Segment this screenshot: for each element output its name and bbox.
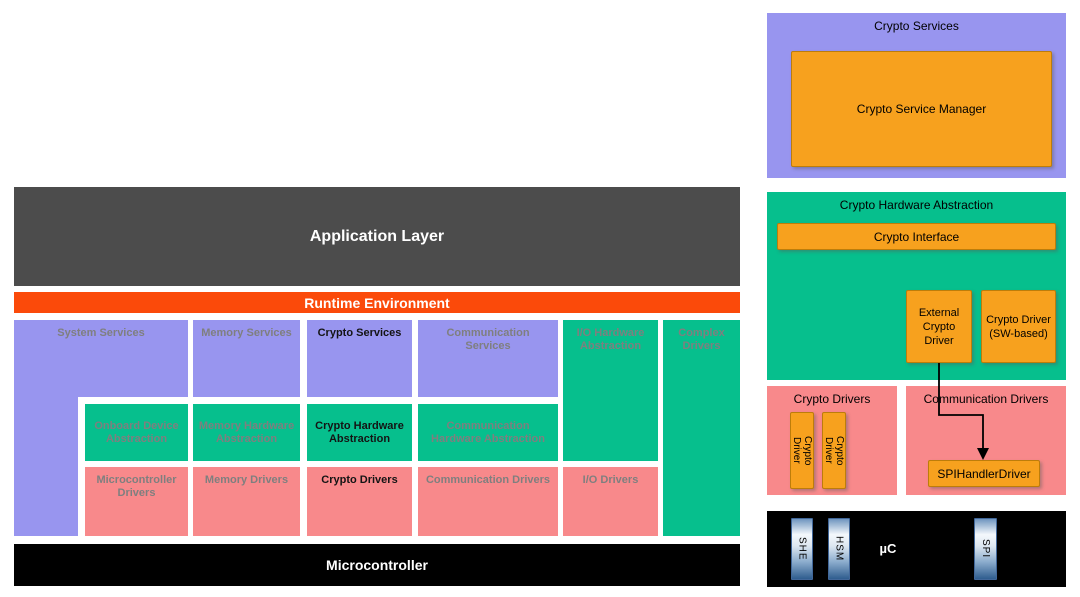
spi-handler-driver-box: SPIHandlerDriver	[928, 460, 1040, 487]
sw-based-crypto-driver-box: Crypto Driver (SW-based)	[981, 290, 1056, 363]
crypto-driver-1-label: Crypto Driver	[791, 435, 813, 466]
communication-services: Communication Services	[418, 320, 558, 397]
crypto-drivers: Crypto Drivers	[307, 467, 412, 536]
io-drivers: I/O Drivers	[563, 467, 658, 536]
crypto-driver-2-label: Crypto Driver	[823, 435, 845, 466]
communication-hardware-abstraction-label: Communication Hardware Abstraction	[431, 419, 545, 445]
runtime-environment-label: Runtime Environment	[304, 294, 450, 311]
memory-hardware-abstraction: Memory Hardware Abstraction	[193, 404, 300, 461]
complex-drivers-label: Complex Drivers	[678, 327, 725, 352]
spi-handler-driver-label: SPIHandlerDriver	[937, 466, 1031, 481]
crypto-services: Crypto Services	[307, 320, 412, 397]
crypto-hardware-abstraction-panel-title: Crypto Hardware Abstraction	[839, 198, 994, 212]
crypto-drivers-panel-title: Crypto Drivers	[793, 392, 871, 406]
crypto-drivers-label: Crypto Drivers	[321, 474, 398, 486]
crypto-driver-box-2: Crypto Driver	[822, 412, 846, 489]
crypto-interface-label: Crypto Interface	[873, 229, 960, 244]
right-microcontroller-panel	[767, 511, 1066, 587]
io-hardware-abstraction: I/O Hardware Abstraction	[563, 320, 658, 461]
io-hardware-abstraction-label: I/O Hardware Abstraction	[576, 327, 645, 352]
memory-hardware-abstraction-label: Memory Hardware Abstraction	[198, 419, 295, 445]
spi-module-chip: SPI	[974, 518, 997, 580]
microcontroller-layer: Microcontroller	[14, 544, 740, 586]
crypto-driver-box-1: Crypto Driver	[790, 412, 814, 489]
hsm-module-chip: HSM	[828, 518, 850, 580]
system-services-label: System Services	[57, 327, 145, 339]
communication-drivers-panel-title: Communication Drivers	[923, 392, 1049, 406]
sw-based-crypto-driver-label: Crypto Driver (SW-based)	[986, 313, 1051, 340]
spi-module-label: SPI	[980, 539, 991, 559]
external-crypto-driver-box: External Crypto Driver	[906, 290, 972, 363]
uc-label: µC	[879, 541, 897, 556]
onboard-device-abstraction-label: Onboard Device Abstraction	[94, 419, 179, 445]
memory-drivers-label: Memory Drivers	[204, 474, 289, 486]
communication-drivers: Communication Drivers	[418, 467, 558, 536]
io-drivers-label: I/O Drivers	[582, 474, 639, 486]
onboard-device-abstraction: Onboard Device Abstraction	[85, 404, 188, 461]
application-layer: Application Layer	[14, 187, 740, 286]
runtime-environment: Runtime Environment	[14, 292, 740, 313]
crypto-services-label: Crypto Services	[317, 327, 402, 339]
hsm-module-label: HSM	[833, 536, 845, 562]
external-crypto-driver-label: External Crypto Driver	[918, 306, 960, 347]
crypto-hardware-abstraction-label: Crypto Hardware Abstraction	[315, 419, 404, 445]
crypto-interface-box: Crypto Interface	[777, 223, 1056, 250]
application-layer-label: Application Layer	[309, 227, 445, 245]
memory-drivers: Memory Drivers	[193, 467, 300, 536]
crypto-hardware-abstraction: Crypto Hardware Abstraction	[307, 404, 412, 461]
microcontroller-drivers-label: Microcontroller Drivers	[96, 474, 177, 499]
crypto-service-manager-box: Crypto Service Manager	[791, 51, 1052, 167]
complex-drivers: Complex Drivers	[663, 320, 740, 536]
she-module-label: SHE	[796, 537, 808, 561]
crypto-services-panel-title: Crypto Services	[874, 19, 959, 33]
memory-services: Memory Services	[193, 320, 300, 397]
communication-hardware-abstraction: Communication Hardware Abstraction	[418, 404, 558, 461]
crypto-service-manager-label: Crypto Service Manager	[856, 102, 987, 116]
system-services: System Services	[14, 320, 188, 397]
she-module-chip: SHE	[791, 518, 813, 580]
communication-services-label: Communication Services	[446, 327, 530, 352]
microcontroller-layer-label: Microcontroller	[326, 557, 428, 573]
memory-services-label: Memory Services	[201, 327, 292, 339]
communication-drivers-label: Communication Drivers	[425, 474, 551, 486]
microcontroller-drivers: Microcontroller Drivers	[85, 467, 188, 536]
